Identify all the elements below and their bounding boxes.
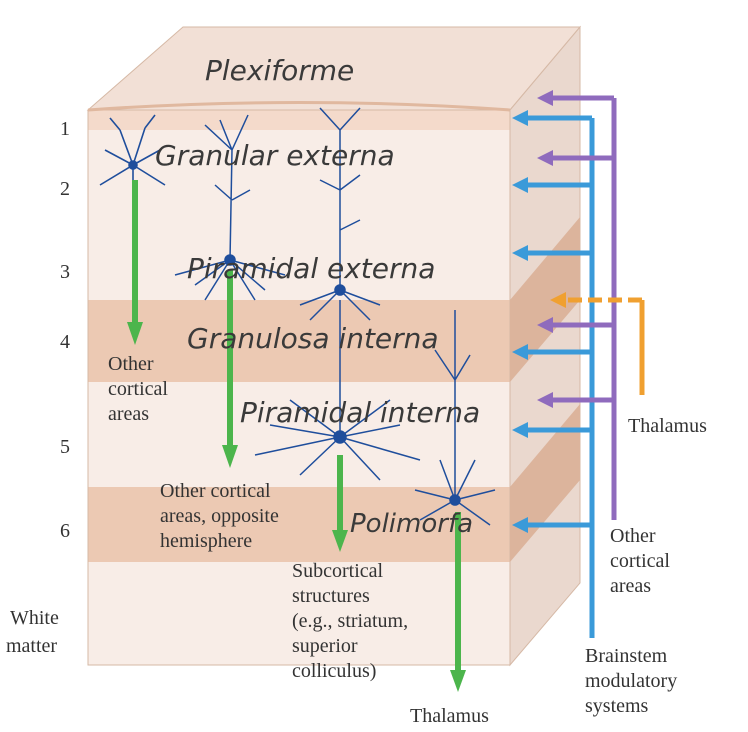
white-matter-label-line2: matter (6, 635, 57, 657)
neuron-pyramidal-1 (174, 114, 286, 301)
cortical-input-arrows (537, 90, 617, 520)
brainstem-arrows (512, 110, 595, 638)
label-plexiforme: Plexiforme (205, 54, 354, 87)
target-subcortical-line2: structures (292, 585, 370, 607)
layer-number-3: 3 (60, 261, 70, 283)
layer-6-band (88, 487, 510, 562)
layer-2-3-band (88, 130, 510, 300)
target-opposite-line3: hemisphere (160, 530, 252, 552)
label-piramidal-externa: Piramidal externa (187, 252, 435, 285)
neuron-pyramidal-3 (254, 300, 421, 481)
target-subcortical-line4: superior (292, 635, 358, 657)
target-other-cortical-line2: cortical (108, 378, 168, 400)
pial-surface (87, 101, 511, 112)
side-layer-4 (510, 217, 580, 382)
output-arrows (127, 180, 466, 692)
layer-5-band (88, 382, 510, 487)
label-granular-externa: Granular externa (155, 139, 395, 172)
input-brainstem-line1: Brainstem (585, 645, 668, 667)
layer-number-1: 1 (60, 118, 70, 140)
label-piramidal-interna: Piramidal interna (240, 396, 480, 429)
target-subcortical-line3: (e.g., striatum, (292, 610, 408, 632)
layer-number-4: 4 (60, 331, 70, 353)
layer-number-5: 5 (60, 436, 70, 458)
neuron-pyramidal-4 (414, 310, 496, 526)
input-other-cortical-line3: areas (610, 575, 651, 597)
input-brainstem-line2: modulatory (585, 670, 677, 692)
white-matter-band (88, 562, 510, 665)
neuron-pyramidal-2 (299, 107, 381, 321)
target-subcortical-line5: colliculus) (292, 660, 376, 682)
white-matter-label-line1: White (10, 607, 59, 629)
target-thalamus-bottom: Thalamus (410, 705, 489, 727)
layer-number-2: 2 (60, 178, 70, 200)
label-granulosa-interna: Granulosa interna (187, 322, 439, 355)
target-other-cortical-line3: areas (108, 403, 149, 425)
target-other-cortical-line1: Other (108, 353, 154, 375)
layer-4-band (88, 300, 510, 382)
input-thalamus-label: Thalamus (628, 415, 707, 437)
input-brainstem-line3: systems (585, 695, 649, 717)
layer-number-6: 6 (60, 520, 70, 542)
target-subcortical-line1: Subcortical (292, 560, 384, 582)
input-other-cortical-line1: Other (610, 525, 656, 547)
input-other-cortical-line2: cortical (610, 550, 670, 572)
label-polimorfa: Polimorfa (350, 509, 473, 539)
target-opposite-line2: areas, opposite (160, 505, 279, 527)
neuron-stellate (99, 114, 166, 186)
thalamus-input-arrow (550, 292, 645, 395)
layer-1-band (88, 110, 510, 130)
target-opposite-line1: Other cortical (160, 480, 271, 502)
